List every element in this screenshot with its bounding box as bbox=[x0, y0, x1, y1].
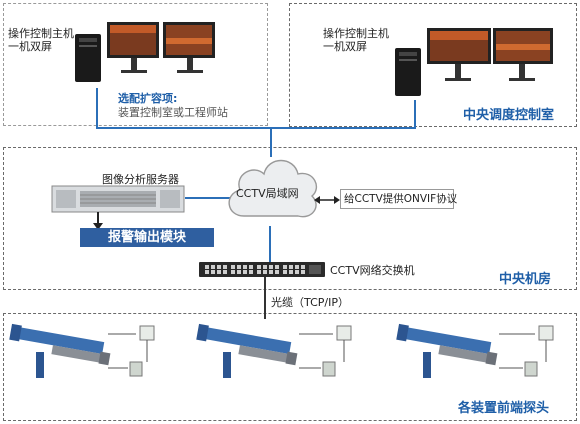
vertical-line-bus-to-cloud bbox=[270, 127, 272, 157]
expansion-title: 选配扩容项: bbox=[118, 92, 178, 105]
alarm-module-label: 报警输出模块 bbox=[107, 230, 186, 245]
workstation-right-icon bbox=[395, 28, 553, 96]
onvif-double-arrow-icon bbox=[314, 196, 340, 204]
line-switch-to-probes bbox=[264, 277, 266, 319]
region-box-front-end-probes bbox=[3, 313, 577, 421]
right-workstation-label-line2: 一机双屏 bbox=[323, 40, 367, 53]
expansion-description: 装置控制室或工程师站 bbox=[118, 106, 228, 119]
onvif-label: 给CCTV提供ONVIF协议 bbox=[344, 193, 458, 205]
right-workstation-label-line1: 操作控制主机 bbox=[323, 27, 389, 40]
left-workstation-label-line2: 一机双屏 bbox=[8, 40, 52, 53]
line-cloud-to-switch bbox=[269, 226, 271, 262]
probe-group-1-icon bbox=[9, 323, 155, 378]
cctv-lan-label: CCTV局域网 bbox=[236, 187, 299, 200]
probe-group-3-icon bbox=[396, 323, 554, 378]
vertical-line-left-workstation bbox=[96, 88, 98, 128]
switch-label: CCTV网络交换机 bbox=[330, 264, 415, 277]
central-machine-room-title: 中央机房 bbox=[499, 272, 552, 287]
front-end-probes-title: 各装置前端探头 bbox=[458, 401, 550, 416]
region-box-central-control-room bbox=[289, 3, 577, 127]
server-to-alarm-arrow-icon bbox=[93, 212, 103, 230]
vertical-line-right-workstation bbox=[414, 100, 416, 128]
horizontal-line-top-bus bbox=[96, 127, 416, 129]
cctv-lan-cloud-icon bbox=[228, 159, 317, 218]
network-switch-icon bbox=[199, 262, 325, 277]
left-workstation-label-line1: 操作控制主机 bbox=[8, 27, 74, 40]
line-server-to-cloud bbox=[185, 197, 235, 199]
region-box-central-machine-room bbox=[3, 147, 577, 290]
workstation-left-icon bbox=[75, 22, 215, 82]
probe-group-2-icon bbox=[196, 323, 352, 378]
server-label: 图像分析服务器 bbox=[102, 173, 179, 186]
central-control-room-title: 中央调度控制室 bbox=[463, 108, 555, 123]
alarm-output-module: 报警输出模块 bbox=[80, 228, 214, 247]
region-box-top-left bbox=[3, 3, 268, 126]
fiber-link-label: 光缆（TCP/IP） bbox=[271, 296, 349, 309]
server-icon bbox=[51, 185, 185, 213]
onvif-label-box: 给CCTV提供ONVIF协议 bbox=[340, 189, 458, 209]
